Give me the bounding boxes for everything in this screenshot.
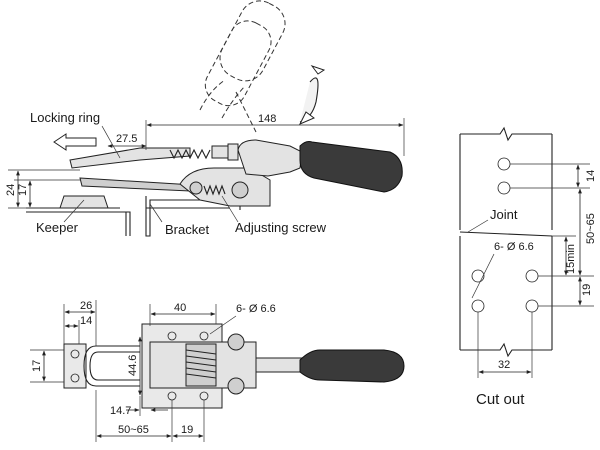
dim-17: 17 [17,184,29,196]
leader-locking-ring [101,125,121,159]
rotation-arrow-icon [298,65,326,125]
keeper-block [59,195,109,209]
dim-17-top: 17 [31,360,43,372]
label-joint: Joint [490,207,518,222]
dim-50-65: 50~65 [118,424,149,436]
pivot-pin [189,181,203,195]
plate-upper-sides [459,134,553,230]
adjust-knob-top [227,333,245,351]
dim-40: 40 [174,302,186,314]
spring [169,148,211,160]
label-adjusting-screw: Adjusting screw [235,220,327,235]
locking-ring [211,145,229,159]
cutout-hole-6 [525,299,539,313]
handle-grip [299,141,403,193]
dim-14: 14 [80,315,92,327]
keeper-hole-1 [70,349,80,359]
cut-out-view: Joint 6- Ø 6.6 14 50~65 15min 19 32 Cut … [459,126,597,408]
dim-c15min: 15min [565,244,577,274]
base-hole-2 [199,331,209,341]
adjust-knob-bottom [227,377,245,395]
handle-open-position-outline [199,0,286,133]
cutout-hole-3 [471,269,485,283]
leader-bracket [149,203,163,223]
leader-adjusting-screw [221,195,239,223]
plate-lower-break [460,342,552,358]
label-locking-ring: Locking ring [30,110,100,125]
direction-arrow-icon [53,133,97,151]
leader-joint [467,219,489,233]
keeper-hole-2 [70,373,80,383]
cutout-hole-1 [497,157,511,171]
cutout-holes-callout: 6- Ø 6.6 [494,241,534,253]
dim-c50-65: 50~65 [585,213,597,244]
dim-26: 26 [80,300,92,312]
dim-14-7: 14.7 [110,405,131,417]
dim-44-6: 44.6 [127,355,139,376]
dim-c19: 19 [581,284,593,296]
plate-upper-break [460,126,552,142]
clamp-body [179,167,271,207]
adjusting-screw-thread [203,184,226,196]
locking-arm [69,147,191,169]
handle-grip-top [299,349,405,383]
joint-line [459,231,553,237]
label-cut-out: Cut out [476,391,525,408]
base-plate [26,211,131,236]
keeper-plate [63,343,87,389]
dim-148: 148 [258,113,276,125]
spring-coils [185,349,217,379]
holes-callout: 6- Ø 6.6 [236,303,276,315]
cutout-hole-5 [471,299,485,313]
nut [227,143,239,161]
leader-cutout-holes [471,253,495,299]
leader-holes [209,315,237,335]
dim-27-5: 27.5 [116,133,137,145]
u-loop [83,345,140,387]
lever-top [255,357,307,373]
label-keeper: Keeper [36,220,79,235]
dim-24: 24 [5,184,17,196]
cutout-hole-4 [525,269,539,283]
dim-19: 19 [181,424,193,436]
adjusting-screw-head [231,181,249,199]
top-view: 26 14 40 6- Ø 6.6 17 44.6 14.7 50~65 19 [30,300,405,442]
side-view: Locking ring Keeper Bracket Adjusting sc… [5,0,405,237]
cutout-hole-2 [497,181,511,195]
u-loop-inner [89,351,140,381]
leader-keeper [63,199,85,223]
plate-lower-sides [459,236,553,350]
base-hole-1 [167,331,177,341]
label-bracket: Bracket [165,222,209,237]
lever [237,139,303,177]
dim-c14: 14 [585,170,597,182]
dim-c32: 32 [498,359,510,371]
